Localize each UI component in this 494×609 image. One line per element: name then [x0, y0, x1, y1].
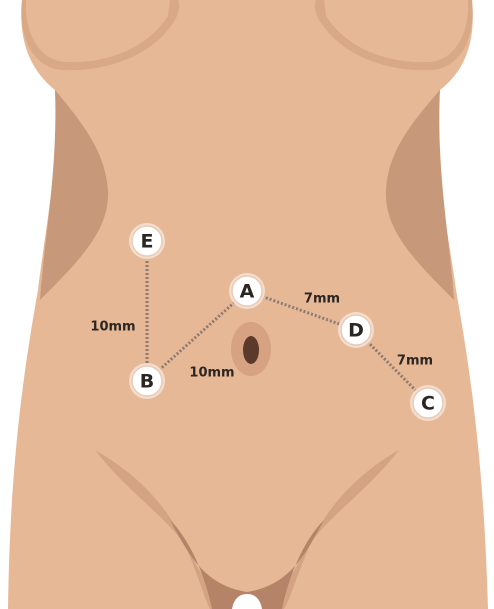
- port-label: B: [140, 371, 154, 393]
- port-marker-c: C: [410, 385, 446, 421]
- port-marker-b: B: [129, 363, 165, 399]
- distance-label-d-c: 7mm: [397, 354, 433, 369]
- port-marker-d: D: [338, 312, 374, 348]
- port-marker-a: A: [229, 273, 265, 309]
- distance-label-a-d: 7mm: [304, 292, 340, 307]
- port-label: E: [141, 231, 154, 253]
- distance-label-b-a: 10mm: [189, 366, 234, 381]
- port-marker-e: E: [129, 223, 165, 259]
- port-label: A: [240, 281, 255, 303]
- distance-label-e-b: 10mm: [90, 320, 135, 335]
- port-label: C: [421, 393, 435, 415]
- navel: [243, 336, 259, 364]
- port-label: D: [348, 320, 364, 342]
